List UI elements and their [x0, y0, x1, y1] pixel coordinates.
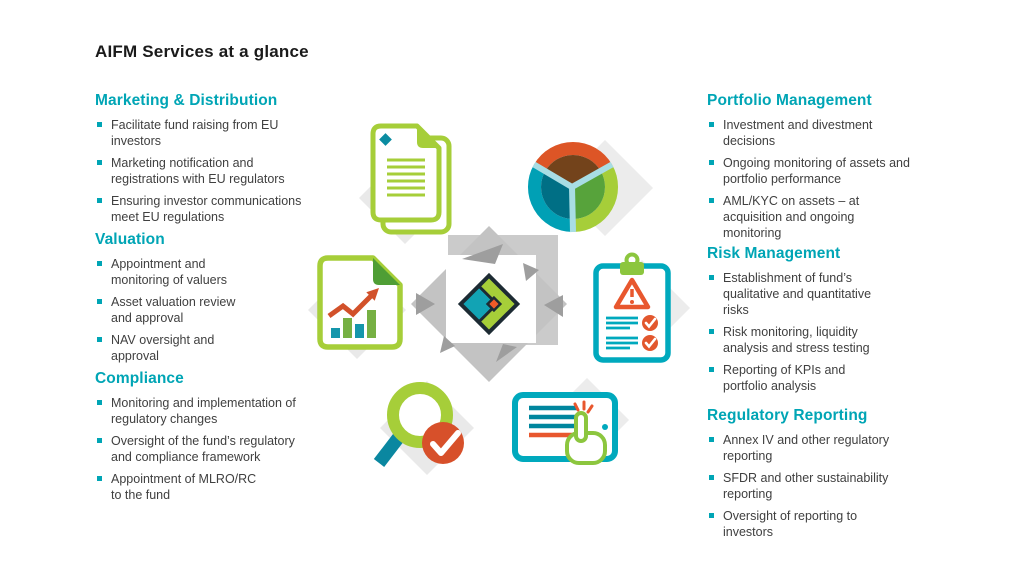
bullet-square-icon: [709, 275, 714, 280]
bullet-square-icon: [97, 122, 102, 127]
bullet-square-icon: [97, 337, 102, 342]
center-logo-icon: [457, 272, 521, 336]
bullet-square-icon: [709, 437, 714, 442]
list-item: Marketing notification and registrations…: [95, 155, 327, 187]
section-heading: Marketing & Distribution: [95, 92, 278, 109]
list-item: Asset valuation review and approval: [95, 294, 327, 326]
list-item: Ongoing monitoring of assets and portfol…: [707, 155, 942, 187]
bullet-text: Facilitate fund raising from EU investor…: [111, 118, 279, 148]
bullet-square-icon: [709, 198, 714, 203]
compliance-magnifier-icon: [370, 375, 485, 500]
bullet-square-icon: [97, 438, 102, 443]
list-item: NAV oversight and approval: [95, 332, 327, 364]
section-marketing-distribution: Marketing & Distribution Facilitate fund…: [95, 92, 327, 231]
section-compliance: Compliance Monitoring and implementation…: [95, 370, 327, 509]
section-risk-management: Risk Management Establishment of fund’s …: [707, 245, 942, 400]
list-item: Oversight of reporting to investors: [707, 508, 942, 540]
list-item: Appointment of MLRO/RC to the fund: [95, 471, 327, 503]
cycle-arrows-icon: [411, 226, 567, 382]
list-item: Ensuring investor communications meet EU…: [95, 193, 327, 225]
bullet-square-icon: [97, 400, 102, 405]
reporting-tablet-icon: [505, 375, 635, 500]
bullet-square-icon: [709, 329, 714, 334]
bullet-square-icon: [97, 198, 102, 203]
list-item: Establishment of fund’s qualitative and …: [707, 270, 942, 318]
bullet-square-icon: [709, 475, 714, 480]
bullet-text: Establishment of fund’s qualitative and …: [723, 271, 872, 317]
section-valuation: Valuation Appointment and monitoring of …: [95, 231, 327, 370]
list-item: Reporting of KPIs and portfolio analysis: [707, 362, 942, 394]
risk-clipboard-icon: [580, 250, 700, 380]
section-portfolio-management: Portfolio Management Investment and dive…: [707, 92, 942, 247]
bullet-text: Asset valuation review and approval: [111, 295, 236, 325]
bullet-text: Appointment of MLRO/RC to the fund: [111, 472, 257, 502]
list-item: Appointment and monitoring of valuers: [95, 256, 327, 288]
bullet-text: Risk monitoring, liquidity analysis and …: [723, 325, 870, 355]
bullet-text: Reporting of KPIs and portfolio analysis: [723, 363, 846, 393]
cycle-arrows-graphic: [400, 225, 580, 385]
bullet-text: Investment and divestment decisions: [723, 118, 873, 148]
bullet-text: Monitoring and implementation of regulat…: [111, 396, 296, 426]
bullet-square-icon: [97, 476, 102, 481]
bullet-text: Ensuring investor communications meet EU…: [111, 194, 302, 224]
bullet-text: Marketing notification and registrations…: [111, 156, 285, 186]
list-item: SFDR and other sustainability reporting: [707, 470, 942, 502]
bullet-text: Appointment and monitoring of valuers: [111, 257, 228, 287]
list-item: Risk monitoring, liquidity analysis and …: [707, 324, 942, 356]
marketing-documents-icon: [355, 120, 465, 245]
bullet-text: SFDR and other sustainability reporting: [723, 471, 889, 501]
bullet-text: NAV oversight and approval: [111, 333, 215, 363]
list-item: AML/KYC on assets – at acquisition and o…: [707, 193, 942, 241]
section-heading: Risk Management: [707, 245, 841, 262]
list-item: Annex IV and other regulatory reporting: [707, 432, 942, 464]
list-item: Facilitate fund raising from EU investor…: [95, 117, 327, 149]
valuation-growth-chart-icon: [305, 250, 420, 375]
section-regulatory-reporting: Regulatory Reporting Annex IV and other …: [707, 407, 942, 546]
bullet-text: Oversight of reporting to investors: [723, 509, 858, 539]
bullet-text: AML/KYC on assets – at acquisition and o…: [723, 194, 860, 240]
list-item: Monitoring and implementation of regulat…: [95, 395, 327, 427]
bullet-square-icon: [709, 367, 714, 372]
bullet-square-icon: [709, 513, 714, 518]
bullet-square-icon: [709, 160, 714, 165]
bullet-square-icon: [97, 261, 102, 266]
section-heading: Regulatory Reporting: [707, 407, 868, 424]
portfolio-pie-chart-icon: [525, 135, 655, 250]
section-heading: Portfolio Management: [707, 92, 872, 109]
bullet-text: Ongoing monitoring of assets and portfol…: [723, 156, 910, 186]
list-item: Oversight of the fund’s regulatory and c…: [95, 433, 327, 465]
bullet-square-icon: [97, 160, 102, 165]
page-title: AIFM Services at a glance: [95, 42, 309, 61]
list-item: Investment and divestment decisions: [707, 117, 942, 149]
bullet-text: Annex IV and other regulatory reporting: [723, 433, 890, 463]
bullet-text: Oversight of the fund’s regulatory and c…: [111, 434, 295, 464]
bullet-square-icon: [709, 122, 714, 127]
section-heading: Compliance: [95, 370, 184, 387]
section-heading: Valuation: [95, 231, 165, 248]
bullet-square-icon: [97, 299, 102, 304]
